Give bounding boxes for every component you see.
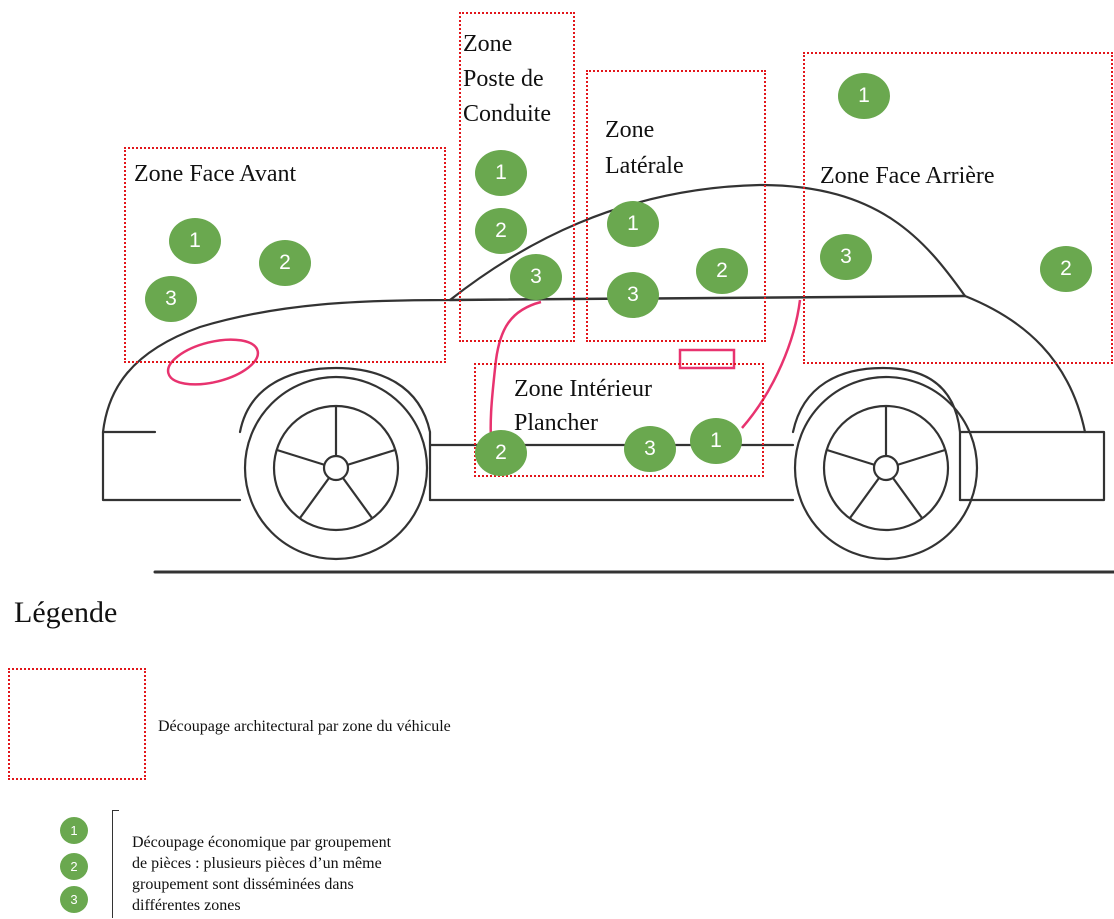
- legend-bracket: [112, 810, 119, 918]
- car-body: [101, 183, 1087, 434]
- zone-label-line: Plancher: [514, 410, 598, 436]
- legend-group-badge: 3: [60, 886, 88, 913]
- group-badge: 3: [145, 276, 197, 322]
- zone-interieur-plancher-label: Zone Intérieur Plancher: [514, 372, 652, 440]
- legend-title: Légende: [14, 596, 118, 629]
- cable-right: [741, 299, 802, 429]
- zone-label-line: Latérale: [605, 153, 684, 179]
- group-badge: 1: [475, 150, 527, 196]
- zone-interieur-plancher: [474, 363, 764, 477]
- rear-wheel-arch: [791, 366, 962, 502]
- group-badge: 1: [607, 201, 659, 247]
- legend-group-description-line: de pièces : plusieurs pièces d’un même: [132, 855, 382, 872]
- front-wheel: [243, 375, 429, 561]
- zone-face-avant-label: Zone Face Avant: [134, 160, 296, 188]
- zone-laterale-label: Zone Latérale: [605, 112, 684, 184]
- legend-group-description-line: différentes zones: [132, 897, 241, 914]
- door-handle-highlight: [678, 348, 736, 370]
- group-badge: 2: [1040, 246, 1092, 292]
- legend-group-badge: 2: [60, 853, 88, 880]
- group-badge: 2: [475, 430, 527, 476]
- zone-label-line: Zone Face Arrière: [820, 163, 995, 189]
- zone-label-line: Zone: [463, 31, 513, 57]
- rear-bumper: [958, 430, 1106, 502]
- zone-label-line: Conduite: [463, 101, 551, 127]
- group-badge: 3: [510, 254, 562, 300]
- zone-label-line: Poste de: [463, 66, 544, 92]
- zone-label-line: Zone: [605, 117, 655, 143]
- zone-laterale: [586, 70, 766, 342]
- group-badge: 2: [696, 248, 748, 294]
- group-badge: 3: [624, 426, 676, 472]
- group-badge: 1: [690, 418, 742, 464]
- legend-zone-swatch: [8, 668, 146, 780]
- headlight-highlight: [166, 338, 260, 386]
- zone-face-arriere: [803, 52, 1113, 364]
- legend-group-badge: 1: [60, 817, 88, 844]
- zone-label-line: Zone Intérieur: [514, 376, 652, 402]
- group-badge: 3: [820, 234, 872, 280]
- zone-label-line: Zone Face Avant: [134, 161, 297, 187]
- front-bumper: [101, 430, 242, 502]
- zone-poste-conduite-label: Zone Poste de Conduite: [463, 27, 551, 132]
- group-badge: 1: [838, 73, 890, 119]
- group-badge: 2: [259, 240, 311, 286]
- zone-face-arriere-label: Zone Face Arrière: [820, 162, 995, 190]
- group-badge: 3: [607, 272, 659, 318]
- zone-face-avant: [124, 147, 446, 363]
- group-badge: 1: [169, 218, 221, 264]
- rear-wheel: [793, 375, 979, 561]
- front-wheel-arch: [238, 366, 432, 502]
- legend-group-description-line: groupement sont disséminées dans: [132, 876, 354, 893]
- legend-zone-description: Découpage architectural par zone du véhi…: [158, 718, 451, 735]
- zone-poste-conduite: [459, 12, 575, 342]
- legend-group-description-line: Découpage économique par groupement: [132, 834, 392, 851]
- group-badge: 2: [475, 208, 527, 254]
